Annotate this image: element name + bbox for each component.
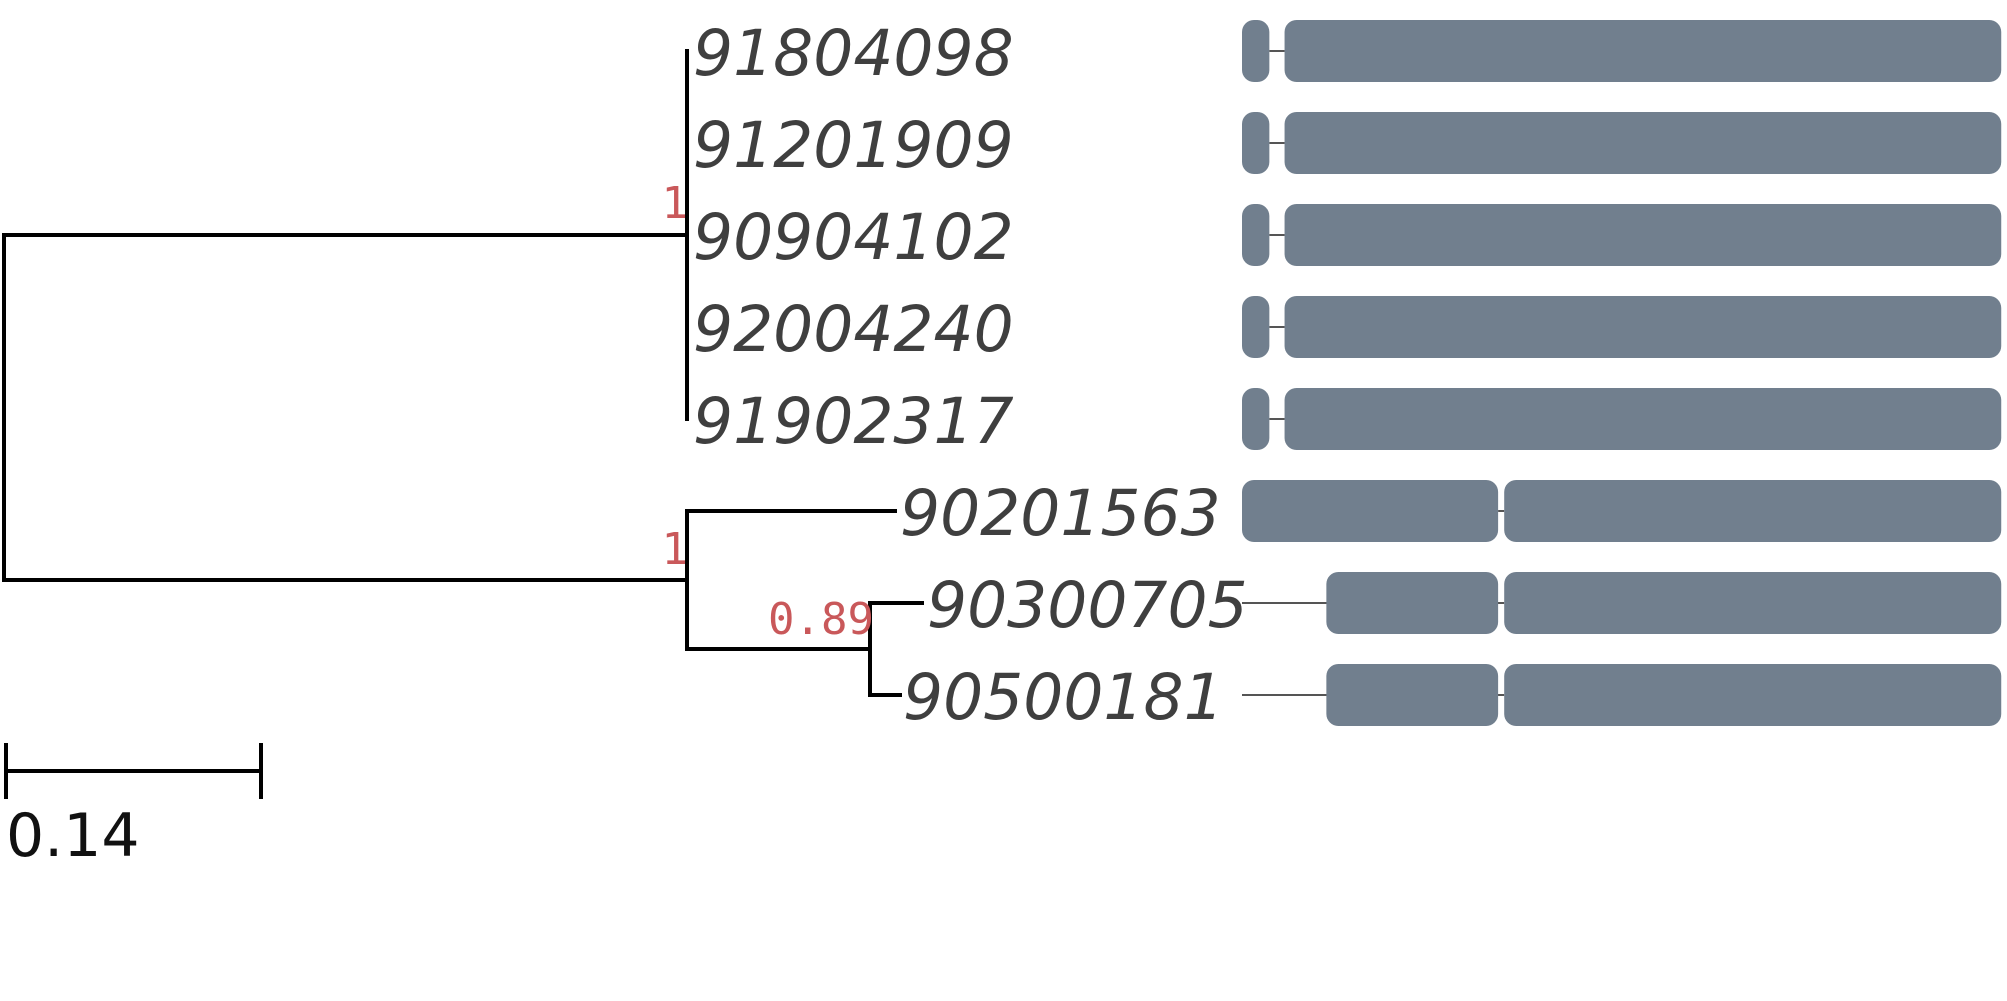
domain-block-91201909-1	[1242, 112, 1270, 174]
leaf-label-91804098: 91804098	[693, 17, 1014, 90]
domain-block-90904102-1	[1242, 204, 1270, 266]
scale-bar-label: 0.14	[6, 801, 140, 871]
domain-block-90201563-2	[1504, 480, 2002, 542]
support-value-clade-top: 1	[662, 178, 689, 229]
leaf-labels: 91804098 91201909 90904102 92004240 9190…	[693, 17, 1248, 734]
leaf-label-92004240: 92004240	[693, 293, 1014, 366]
domain-block-90300705-2	[1504, 572, 2002, 634]
domain-block-91804098-2	[1284, 20, 2002, 82]
domain-block-90300705-1	[1326, 572, 1499, 634]
domain-block-91902317-1	[1242, 388, 1270, 450]
leaf-label-90201563: 90201563	[900, 477, 1221, 550]
leaf-label-91902317: 91902317	[693, 385, 1014, 458]
scale-bar: 0.14	[4, 743, 263, 871]
tree-branches	[2, 49, 924, 697]
domain-block-92004240-1	[1242, 296, 1270, 358]
domain-block-91902317-2	[1284, 388, 2002, 450]
domain-block-91201909-2	[1284, 112, 2002, 174]
leaf-label-90300705: 90300705	[927, 569, 1248, 642]
leaf-label-90500181: 90500181	[903, 661, 1224, 734]
domain-block-90500181-2	[1504, 664, 2002, 726]
domain-architecture-panel	[1242, 20, 2002, 726]
support-value-clade-bottom: 1	[662, 524, 689, 575]
leaf-label-91201909: 91201909	[693, 109, 1014, 182]
support-value-subclade: 0.89	[768, 594, 874, 645]
domain-block-91804098-1	[1242, 20, 1270, 82]
domain-block-92004240-2	[1284, 296, 2002, 358]
leaf-label-90904102: 90904102	[693, 201, 1014, 274]
domain-block-90500181-1	[1326, 664, 1499, 726]
domain-block-90201563-1	[1242, 480, 1499, 542]
support-values: 1 1 0.89	[662, 178, 875, 645]
domain-block-90904102-2	[1284, 204, 2002, 266]
